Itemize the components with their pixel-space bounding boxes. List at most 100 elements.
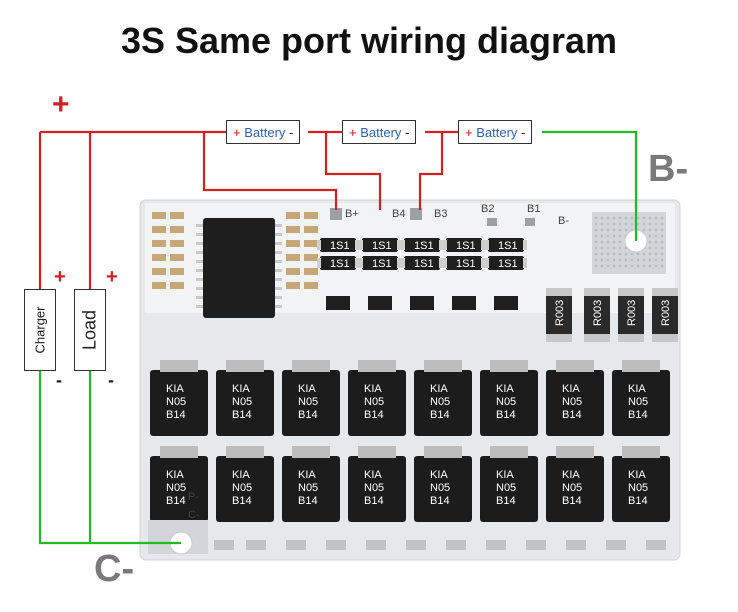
mosfet-text: N05 (298, 396, 318, 408)
mosfet-text: KIA (166, 469, 184, 481)
mosfet-text: KIA (562, 383, 580, 395)
load-label: Load (79, 309, 100, 351)
mosfet-text: B14 (298, 409, 318, 421)
mosfet-text: N05 (562, 396, 582, 408)
mosfet-text: N05 (496, 396, 516, 408)
mosfet-text: N05 (232, 482, 252, 494)
fuse-code-text: 1S1 (330, 240, 350, 252)
balance-fuse: 1S1 (317, 238, 359, 252)
shunt-resistor-array: R003 R003 R003 R003 (546, 288, 678, 342)
page-title: 3S Same port wiring diagram (120, 20, 618, 61)
protection-diode (494, 296, 518, 310)
battery-2-plus: + (349, 125, 357, 140)
battery-3-label: Battery (476, 125, 518, 140)
resistor-code-text: R003 (626, 300, 638, 326)
charger-minus-sign: - (56, 370, 62, 390)
mosfet-text: B14 (166, 495, 186, 507)
mosfet-text: B14 (364, 409, 384, 421)
silk-b4: B4 (392, 208, 405, 220)
load-box: Load (74, 289, 106, 371)
battery-1: + Battery - (226, 120, 301, 144)
silk-b1: B1 (527, 203, 540, 215)
negative-wiring (38, 130, 638, 545)
charger-label: Charger (32, 306, 48, 354)
main-positive-sign: + (52, 88, 70, 121)
b-minus-label: B- (648, 148, 689, 190)
mosfet-text: N05 (496, 482, 516, 494)
silk-b2: B2 (481, 203, 494, 215)
mosfet-text: N05 (364, 482, 384, 494)
mosfet-text: N05 (430, 482, 450, 494)
mosfet-text: N05 (298, 482, 318, 494)
mosfet-text: KIA (298, 383, 316, 395)
load-minus-sign: - (108, 370, 114, 390)
c-minus-label: C- (94, 548, 135, 590)
silk-p-minus: P- (188, 491, 199, 503)
battery-1-minus: - (289, 125, 294, 140)
mosfet-text: B14 (430, 495, 450, 507)
battery-3-minus: - (521, 125, 526, 140)
shunt-resistor: R003 (584, 288, 610, 342)
mosfet-text: N05 (430, 396, 450, 408)
fuse-code-text: 1S1 (372, 258, 392, 270)
shunt-resistor: R003 (652, 288, 678, 342)
fuse-code-text: 1S1 (498, 240, 518, 252)
mosfet-text: B14 (496, 495, 516, 507)
mosfet-text: KIA (364, 469, 382, 481)
mosfet-text: KIA (496, 469, 514, 481)
mosfet-text: N05 (166, 396, 186, 408)
mosfet-text: KIA (364, 383, 382, 395)
mosfet-text: N05 (232, 396, 252, 408)
battery-3-plus: + (465, 125, 473, 140)
protection-diode (368, 296, 392, 310)
battery-2-label: Battery (360, 125, 402, 140)
mosfet-text: B14 (166, 409, 186, 421)
mosfet-text: B14 (628, 409, 648, 421)
positive-wiring (38, 130, 458, 289)
mosfet-text: B14 (232, 409, 252, 421)
balance-fuse: 1S1 (485, 256, 527, 270)
balance-fuse: 1S1 (359, 238, 401, 252)
protection-diode (452, 296, 476, 310)
resistor-code-text: R003 (592, 300, 604, 326)
resistor-code-text: R003 (660, 300, 672, 326)
mosfet-text: KIA (628, 469, 646, 481)
mosfet-text: B14 (496, 409, 516, 421)
mosfet-text: B14 (562, 409, 582, 421)
mosfet-text: N05 (364, 396, 384, 408)
mosfet-text: N05 (628, 396, 648, 408)
fuse-code-text: 1S1 (372, 240, 392, 252)
balance-fuse: 1S1 (443, 256, 485, 270)
fuse-code-text: 1S1 (330, 258, 350, 270)
battery-1-plus: + (233, 125, 241, 140)
silk-b-minus: B- (558, 215, 569, 227)
mosfet-array: KIAN05B14KIAN05B14KIAN05B14KIAN05B14KIAN… (150, 360, 670, 522)
balance-fuse: 1S1 (401, 256, 443, 270)
shunt-resistor: R003 (546, 288, 572, 342)
battery-3: + Battery - (458, 120, 533, 144)
fuse-code-text: 1S1 (498, 258, 518, 270)
mosfet-text: KIA (628, 383, 646, 395)
mosfet-text: KIA (298, 469, 316, 481)
mosfet-text: KIA (430, 383, 448, 395)
mosfet-text: KIA (562, 469, 580, 481)
load-plus-sign: + (106, 266, 118, 288)
fuse-code-text: 1S1 (456, 240, 476, 252)
balance-fuse: 1S1 (401, 238, 443, 252)
bms-controller-chip (203, 218, 275, 318)
